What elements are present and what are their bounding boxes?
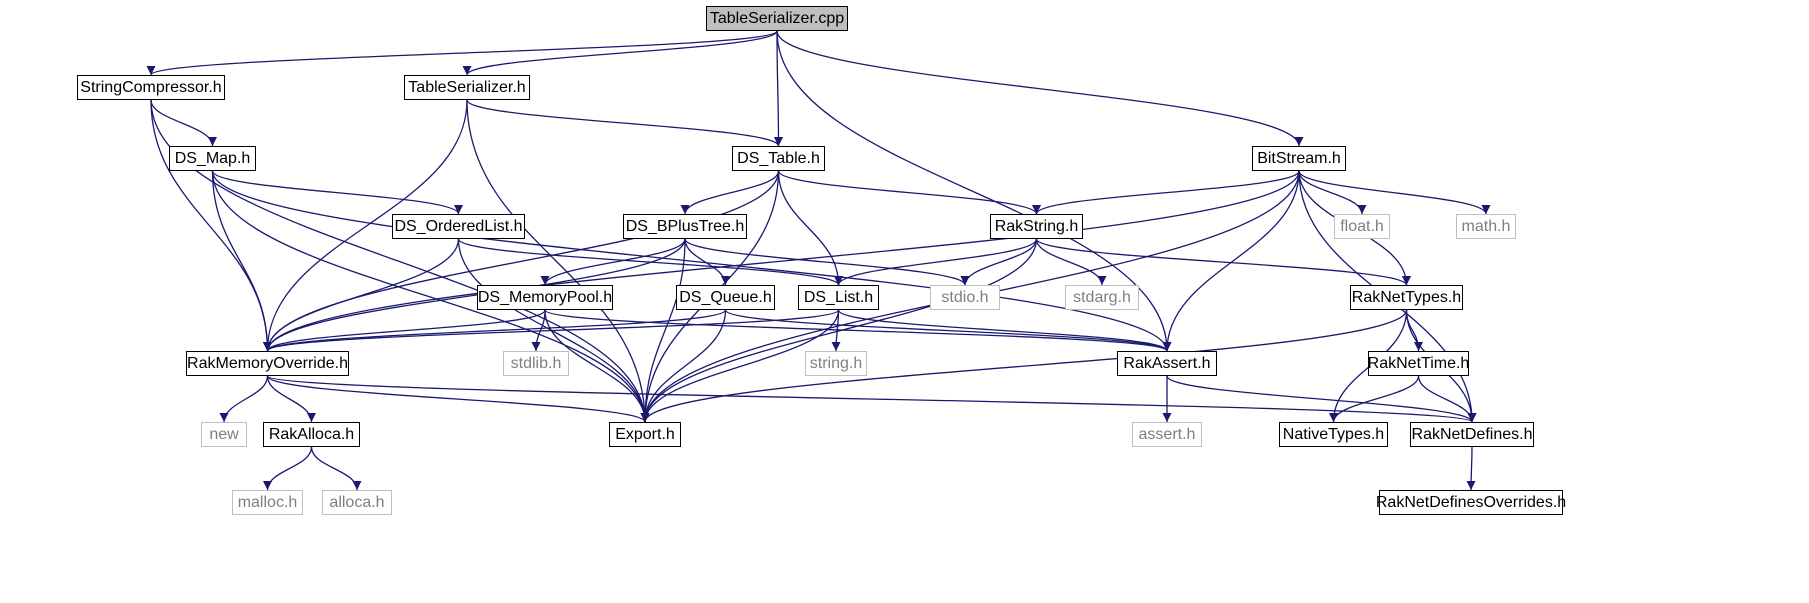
node-stdargh[interactable]: stdarg.h — [1065, 285, 1139, 310]
edge-rnt-to-rntime — [1405, 309, 1423, 352]
edge-rmo-to-export — [266, 375, 650, 423]
edge-rakstring-to-stdargh — [1035, 238, 1107, 286]
edge-rnd-to-rndo — [1466, 446, 1476, 491]
edge-dsol-to-rmo — [263, 238, 460, 352]
node-dsq[interactable]: DS_Queue.h — [676, 285, 775, 310]
node-rakstring[interactable]: RakString.h — [990, 214, 1083, 239]
edge-ts-cpp-to-sc — [146, 30, 778, 76]
node-stdlibh[interactable]: stdlib.h — [503, 351, 569, 376]
edge-dsl-to-rakassert — [837, 309, 1172, 352]
node-dsl[interactable]: DS_List.h — [798, 285, 879, 310]
node-dsbpt[interactable]: DS_BPlusTree.h — [623, 214, 747, 239]
edge-rakstring-to-rnt — [1035, 238, 1411, 286]
node-rakassert[interactable]: RakAssert.h — [1117, 351, 1217, 376]
edge-bitstream-to-floath — [1298, 170, 1367, 215]
node-mathh[interactable]: math.h — [1456, 214, 1516, 239]
edge-rmo-to-rnd — [266, 375, 1476, 423]
edge-ts-h-to-rmo — [263, 99, 468, 352]
edge-dstable-to-rakstring — [777, 170, 1041, 215]
edge-dsbpt-to-rmo — [263, 238, 686, 352]
node-ts-h[interactable]: TableSerializer.h — [404, 75, 530, 100]
node-sc[interactable]: StringCompressor.h — [77, 75, 225, 100]
edge-sc-to-dsmap — [150, 99, 217, 147]
node-rnt[interactable]: RakNetTypes.h — [1350, 285, 1463, 310]
edge-ts-h-to-export — [466, 99, 650, 423]
edge-dsq-to-rmo — [263, 309, 727, 352]
node-allocah[interactable]: alloca.h — [322, 490, 392, 515]
node-nativetypes[interactable]: NativeTypes.h — [1279, 422, 1388, 447]
edge-dsmap-to-export — [211, 170, 650, 423]
edge-rntime-to-nativetypes — [1329, 375, 1420, 423]
edge-ts-cpp-to-dstable — [773, 30, 783, 147]
edge-rakassert-to-rnd — [1166, 375, 1477, 423]
node-dstable[interactable]: DS_Table.h — [732, 146, 825, 171]
node-stdioh[interactable]: stdio.h — [930, 285, 1000, 310]
edge-rakstring-to-stdioh — [960, 238, 1038, 286]
edge-dsl-to-rmo — [263, 309, 840, 352]
node-ts-cpp[interactable]: TableSerializer.cpp — [706, 6, 848, 31]
node-stringh[interactable]: string.h — [805, 351, 867, 376]
edge-dsl-to-export — [640, 309, 840, 423]
edge-rmo-to-newh — [219, 375, 269, 423]
edge-ts-cpp-to-ts-h — [462, 30, 778, 76]
edge-dsmp-to-rakassert — [544, 309, 1172, 352]
edge-ts-cpp-to-bitstream — [776, 30, 1304, 147]
edge-dstable-to-dsbpt — [680, 170, 780, 215]
edge-dsmp-to-rmo — [263, 309, 546, 352]
node-export[interactable]: Export.h — [609, 422, 681, 447]
node-rnd[interactable]: RakNetDefines.h — [1410, 422, 1534, 447]
edge-rakalloca-to-malloch — [263, 446, 313, 491]
edge-ts-h-to-dstable — [466, 99, 783, 147]
node-rndo[interactable]: RakNetDefinesOverrides.h — [1376, 490, 1566, 515]
edge-dsol-to-dsl — [457, 238, 843, 286]
edge-bitstream-to-mathh — [1298, 170, 1491, 215]
node-dsmp[interactable]: DS_MemoryPool.h — [477, 285, 613, 310]
node-dsmap[interactable]: DS_Map.h — [169, 146, 256, 171]
node-rmo[interactable]: RakMemoryOverride.h — [186, 351, 349, 376]
edge-rakalloca-to-allocah — [310, 446, 362, 491]
edge-dsmap-to-dsol — [211, 170, 463, 215]
edge-dsq-to-export — [640, 309, 727, 423]
node-rntime[interactable]: RakNetTime.h — [1368, 351, 1469, 376]
edge-rmo-to-rakalloca — [266, 375, 316, 423]
edge-dsbpt-to-stdioh — [684, 238, 970, 286]
edge-dsmp-to-export — [544, 309, 650, 423]
edge-dsmap-to-rmo — [211, 170, 272, 352]
edge-bitstream-to-rakassert — [1162, 170, 1300, 352]
edge-rntime-to-rnd — [1417, 375, 1477, 423]
node-rakalloca[interactable]: RakAlloca.h — [263, 422, 360, 447]
node-malloch[interactable]: malloc.h — [232, 490, 303, 515]
edge-dstable-to-dsl — [777, 170, 843, 286]
edge-dsq-to-rakassert — [724, 309, 1172, 352]
node-newh[interactable]: new — [201, 422, 247, 447]
node-dsol[interactable]: DS_OrderedList.h — [392, 214, 525, 239]
node-asserth[interactable]: assert.h — [1132, 422, 1202, 447]
edge-rakstring-to-dsl — [834, 238, 1038, 286]
edge-dsbpt-to-dsmp — [540, 238, 686, 286]
edge-bitstream-to-rmo — [263, 170, 1300, 352]
edge-rnt-to-export — [640, 309, 1408, 423]
edge-dsmap-to-rakassert — [211, 170, 1172, 352]
edge-ts-cpp-to-rakassert — [776, 30, 1172, 352]
node-bitstream[interactable]: BitStream.h — [1252, 146, 1346, 171]
edge-dsbpt-to-dsq — [684, 238, 730, 286]
node-floath[interactable]: float.h — [1334, 214, 1390, 239]
edge-bitstream-to-rakstring — [1032, 170, 1300, 215]
